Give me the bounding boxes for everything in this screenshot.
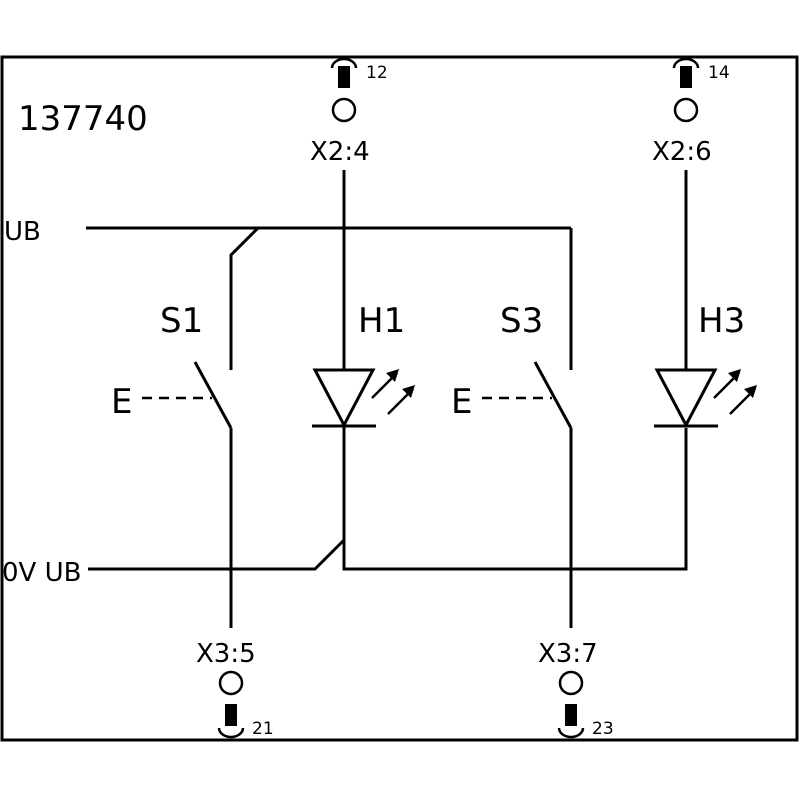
switch-s1 [142,226,260,628]
terminal-label-top-left: X2:4 [310,137,370,167]
actuator-label-s1: E [111,382,132,422]
connector-bottom-right [557,670,585,739]
ub-rail [86,226,573,370]
led-h1 [312,170,415,540]
pin-number-top-left: 12 [366,63,388,83]
pin-number-top-right: 14 [708,63,730,83]
actuator-label-s3: E [451,382,472,422]
rail-label-0v-ub: 0V UB [2,558,81,588]
terminal-label-bottom-right: X3:7 [538,639,598,669]
label-h1: H1 [358,301,405,341]
connector-bottom-left [217,670,245,739]
pin-number-bottom-left: 21 [252,719,274,739]
label-h3: H3 [698,301,745,341]
terminal-label-bottom-left: X3:5 [196,639,256,669]
label-s1: S1 [160,301,203,341]
led-h3 [654,170,757,429]
pin-number-bottom-right: 23 [592,719,614,739]
terminal-label-top-right: X2:6 [652,137,712,167]
connector-top-right [672,57,700,123]
part-number: 137740 [18,99,148,139]
switch-s3 [482,361,573,628]
connector-top-left [330,57,358,123]
rail-label-ub: UB [4,217,41,247]
diagram-frame [0,55,799,742]
label-s3: S3 [500,301,543,341]
zero-v-rail [88,428,688,571]
